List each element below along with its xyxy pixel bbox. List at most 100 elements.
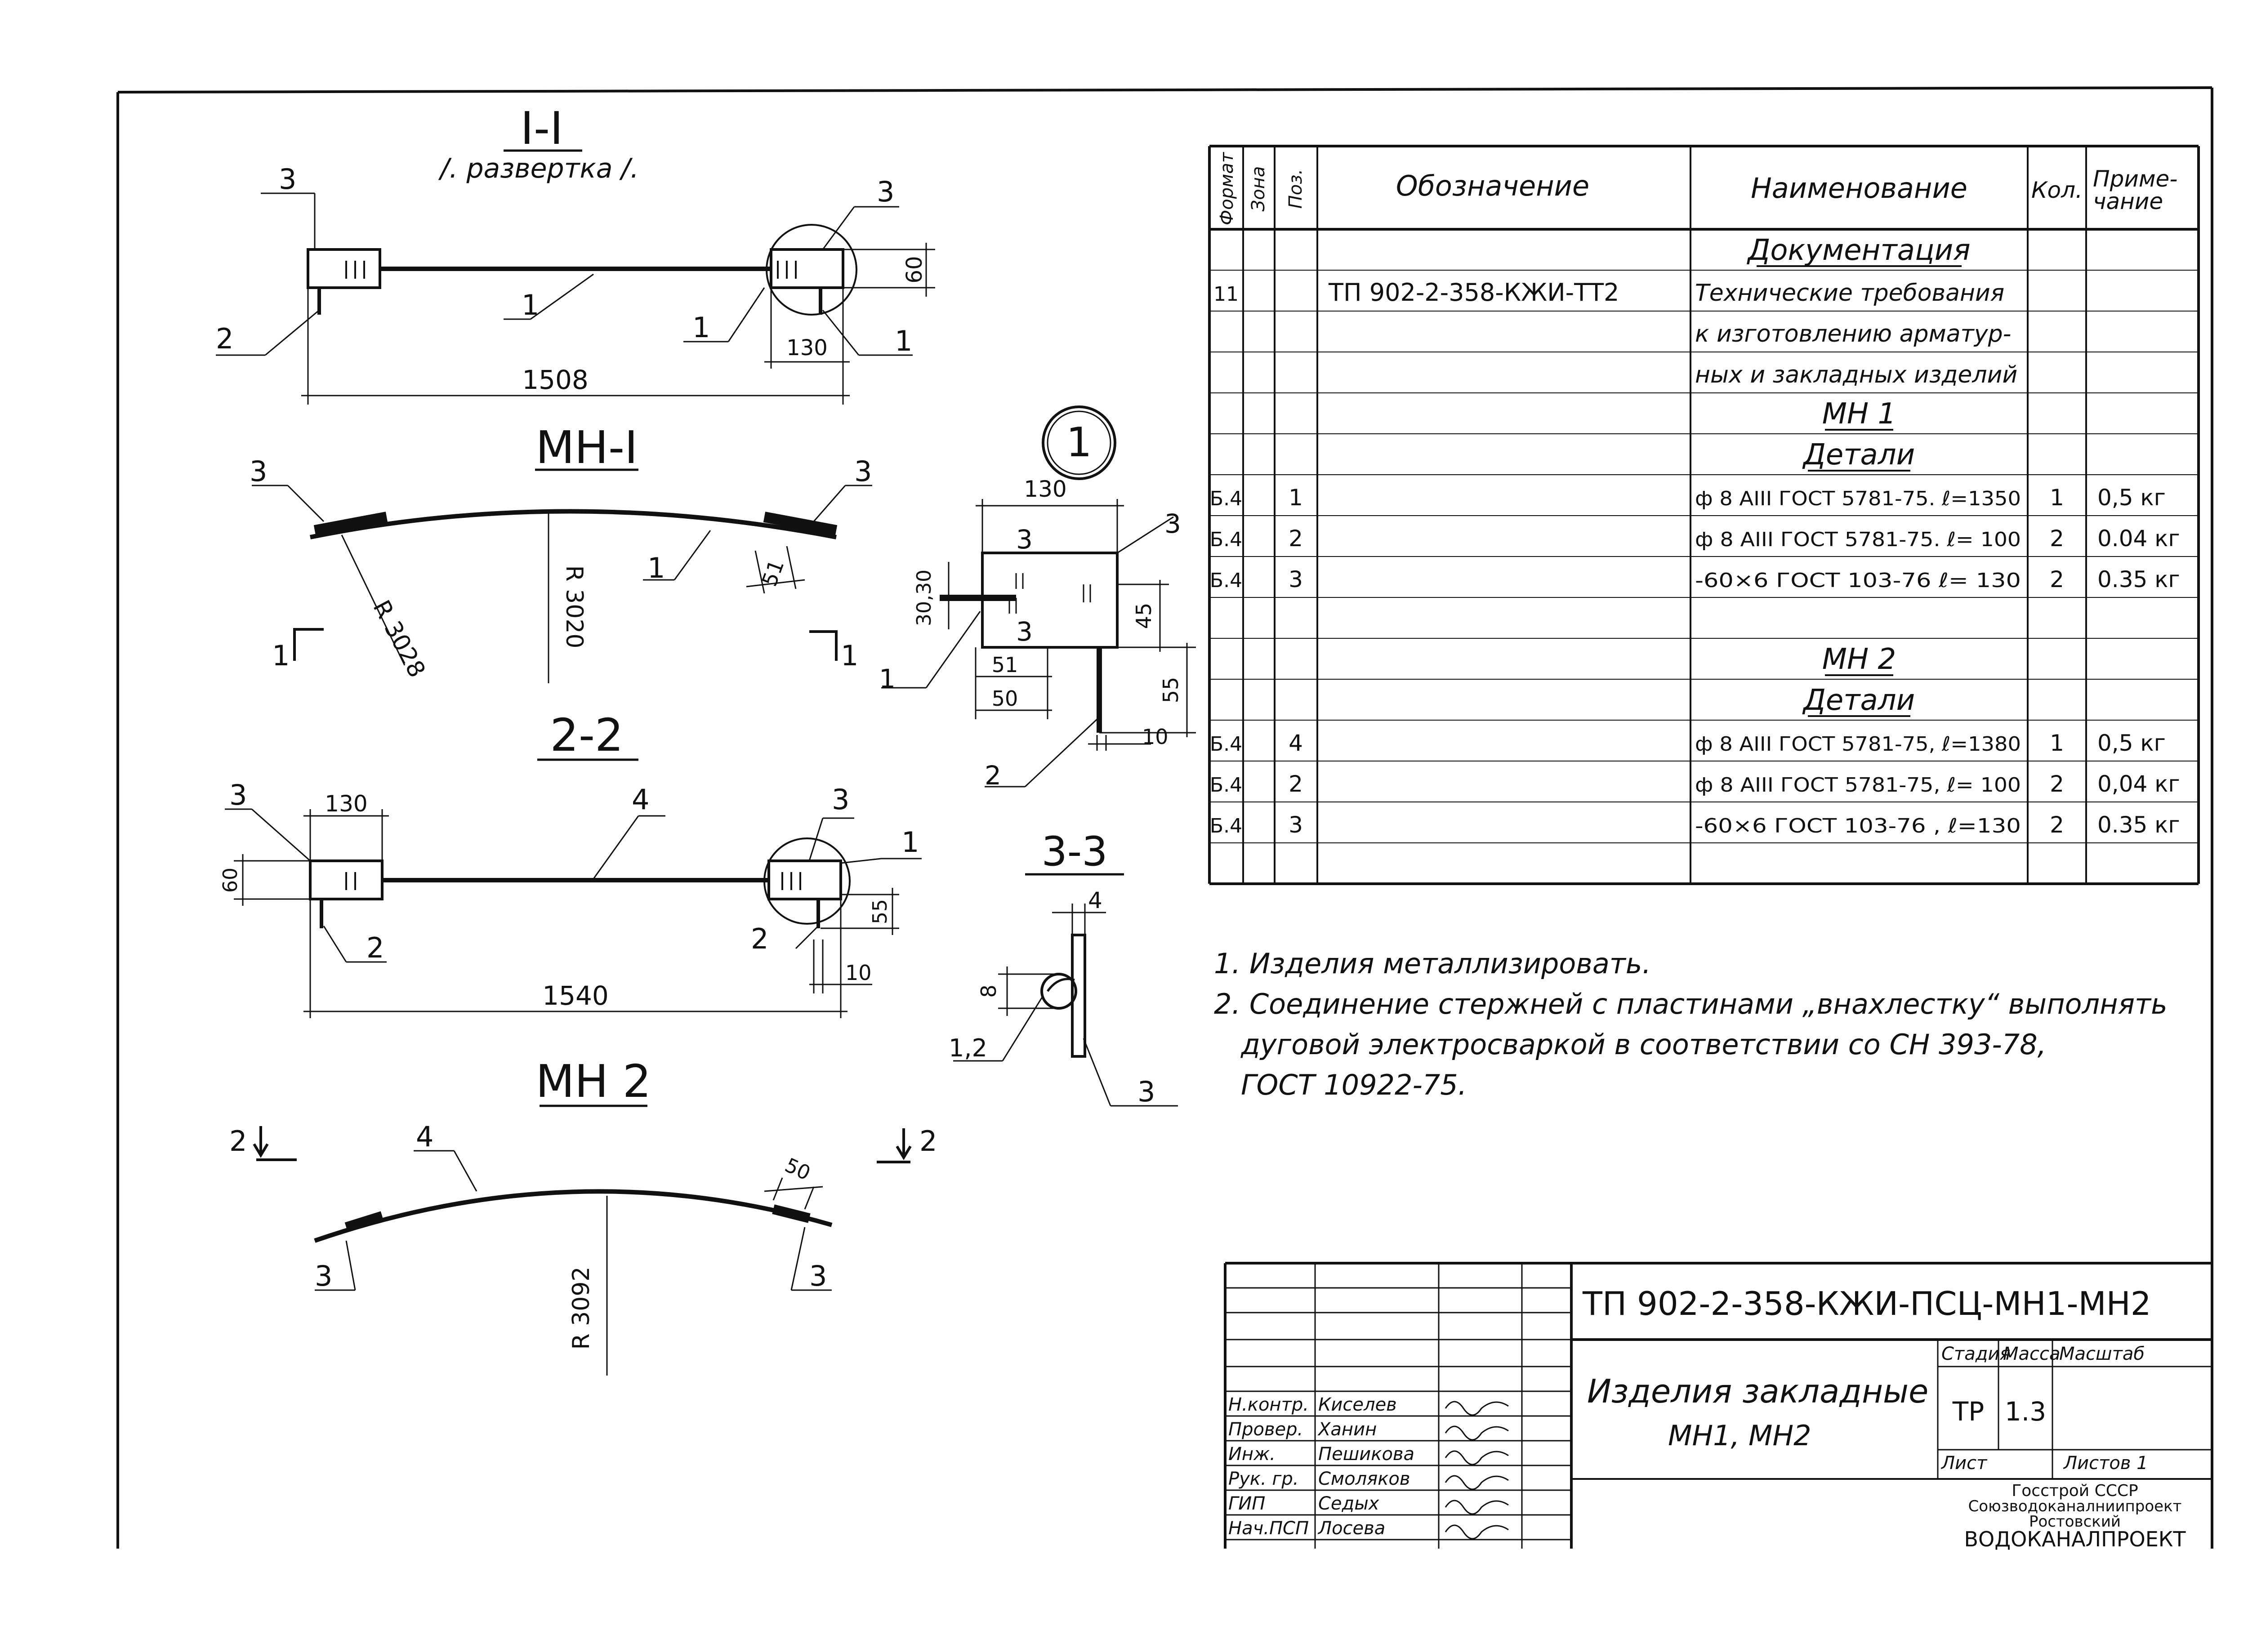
cell-name: ф 8 АIII ГОСТ 5781-75. ℓ=1350 xyxy=(1695,487,2021,510)
cut-2-left: 2 xyxy=(229,1125,247,1158)
stamp-role: Инж. xyxy=(1228,1444,1276,1465)
section-1-1-title: I-I xyxy=(520,102,563,155)
stamp-role: Н.контр. xyxy=(1228,1394,1309,1415)
cut-1-right: 1 xyxy=(841,639,858,672)
stamp-mass-label: Масса xyxy=(2003,1344,2061,1364)
cell-name: ф 8 АIII ГОСТ 5781-75, ℓ= 100 xyxy=(1695,774,2021,797)
section-3-3: 3-3 4 8 1,2 3 xyxy=(949,828,1178,1108)
dim-55-22: 55 xyxy=(869,899,892,924)
pos-1-node: 1 xyxy=(879,663,896,694)
cell-qty: 2 xyxy=(2050,812,2064,838)
dim-130-node: 130 xyxy=(1024,476,1066,502)
pos-1-a: 1 xyxy=(522,289,539,321)
stamp-role: Провер. xyxy=(1228,1419,1303,1440)
stamp-person-name: Пешикова xyxy=(1318,1444,1414,1465)
cell-qty: 2 xyxy=(2050,771,2064,797)
cell-qty: 2 xyxy=(2050,525,2064,552)
pos-3-a: 3 xyxy=(279,163,296,196)
signature-mark xyxy=(1445,1500,1509,1515)
note-2-cont-1: дуговой электросваркой в соответствии со… xyxy=(1240,1028,2046,1061)
mn2-title: МН 2 xyxy=(536,1055,651,1108)
pos-1-c: 1 xyxy=(895,325,912,357)
pos-3-g: 3 xyxy=(1137,1075,1155,1108)
stamp-code: ТП 902-2-358-КЖИ-ПСЦ-МН1-МН2 xyxy=(1582,1285,2151,1322)
stamp-sheet-label: Лист xyxy=(1940,1453,1988,1474)
header-note-1: Приме- xyxy=(2093,166,2177,192)
cell-pos: 3 xyxy=(1289,566,1303,592)
cell-format: Б.4 xyxy=(1210,569,1242,592)
cell-format: 11 xyxy=(1213,283,1239,306)
radius-3028: R 3028 xyxy=(367,596,430,682)
dim-1-2: 1,2 xyxy=(949,1034,987,1062)
cell-qty: 1 xyxy=(2050,730,2064,756)
pos-2-c: 2 xyxy=(366,931,384,964)
section-3-3-title: 3-3 xyxy=(1042,828,1108,875)
dim-130-22: 130 xyxy=(325,791,367,817)
cell-format: Б.4 xyxy=(1210,774,1242,797)
cell-name: ф 8 АIII ГОСТ 5781-75, ℓ=1380 xyxy=(1695,733,2021,756)
pos-1-b: 1 xyxy=(692,311,710,344)
pos-2-a: 2 xyxy=(216,322,233,355)
stamp-stage-label: Стадия xyxy=(1941,1344,2010,1364)
cell-format: Б.4 xyxy=(1210,733,1242,756)
plate-left xyxy=(307,248,381,289)
signature-mark xyxy=(1445,1524,1509,1540)
cut-1-left: 1 xyxy=(272,639,290,672)
mn2-view: МН 2 R 3092 50 4 3 3 2 2 xyxy=(229,1055,937,1376)
header-pos: Поз. xyxy=(1285,169,1306,209)
note-2: 2. Соединение стержней с пластинами „вна… xyxy=(1214,988,2168,1020)
cell-pos: 4 xyxy=(1289,730,1303,756)
signature-mark xyxy=(1445,1450,1509,1465)
pos-3-h: 3 xyxy=(315,1260,332,1292)
stamp-role: ГИП xyxy=(1228,1493,1265,1514)
header-note-2: чание xyxy=(2093,188,2163,214)
cell-name: Технические требования xyxy=(1695,280,2004,307)
stamp-org-3: Ростовский xyxy=(2029,1513,2121,1531)
stamp-sheets-label: Листов 1 xyxy=(2063,1453,2148,1474)
pos-1-e: 1 xyxy=(901,826,919,859)
dim-10-22: 10 xyxy=(845,961,872,985)
dim-50-node: 50 xyxy=(992,686,1018,711)
pos-3-node-a: 3 xyxy=(1016,524,1033,555)
cell-name: ных и закладных изделий xyxy=(1695,361,2017,388)
dim-1508: 1508 xyxy=(522,365,589,395)
dim-8: 8 xyxy=(977,984,1001,997)
cell-name-heading: Документация xyxy=(1746,234,1970,267)
stamp-mass: 1.3 xyxy=(2005,1396,2046,1427)
cell-note: 0,04 кг xyxy=(2097,771,2180,797)
pos-2-b: 2 xyxy=(751,922,768,955)
cut-2-right: 2 xyxy=(919,1125,937,1158)
stamp-org-1: Госстрой СССР xyxy=(2012,1482,2138,1500)
header-designation: Обозначение xyxy=(1396,169,1589,202)
cell-format: Б.4 xyxy=(1210,528,1242,551)
cell-pos: 2 xyxy=(1289,771,1303,797)
cell-note: 0,5 кг xyxy=(2097,485,2166,511)
pos-3-e: 3 xyxy=(229,779,247,811)
mn1-title: МН-I xyxy=(535,421,638,474)
stamp-person-name: Киселев xyxy=(1318,1394,1397,1415)
note-1: 1. Изделия металлизировать. xyxy=(1214,947,1651,980)
pos-3-node-c: 3 xyxy=(1016,616,1033,647)
cell-pos: 3 xyxy=(1289,812,1303,838)
stamp-role: Рук. гр. xyxy=(1228,1469,1299,1489)
cell-name: ф 8 АIII ГОСТ 5781-75. ℓ= 100 xyxy=(1695,528,2021,551)
radius-3020: R 3020 xyxy=(561,566,588,649)
pos-3-i: 3 xyxy=(809,1260,827,1292)
stamp-title-2: МН1, МН2 xyxy=(1668,1419,1811,1452)
section-1-1-subtitle: /. развертка /. xyxy=(438,153,639,184)
cell-note: 0.35 кг xyxy=(2097,812,2180,838)
dim-55-node: 55 xyxy=(1159,677,1183,704)
signature-mark xyxy=(1445,1401,1509,1416)
dim-51-node: 51 xyxy=(992,653,1018,677)
stamp-role: Нач.ПСП xyxy=(1228,1518,1309,1539)
cell-format: Б.4 xyxy=(1210,487,1242,510)
dim-4: 4 xyxy=(1088,887,1102,913)
header-zone: Зона xyxy=(1248,166,1269,212)
title-block: ТП 902-2-358-КЖИ-ПСЦ-МН1-МН2 Изделия зак… xyxy=(1224,1262,2212,1551)
cell-note: 0,5 кг xyxy=(2097,730,2166,756)
stamp-scale-label: Масштаб xyxy=(2059,1344,2145,1364)
pos-4-b: 4 xyxy=(416,1120,433,1153)
stamp-org-2: Союзводоканалниипроект xyxy=(1968,1497,2182,1515)
